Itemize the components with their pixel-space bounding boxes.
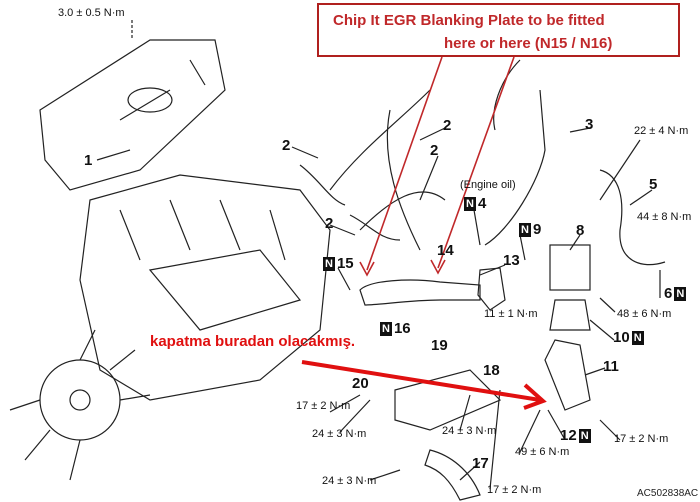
torque-17a: 17 ± 2 N·m	[296, 400, 351, 412]
part-13: 13	[503, 252, 520, 269]
part-2: 2	[430, 142, 439, 159]
n-badge: N	[578, 429, 591, 444]
part-20: 20	[352, 375, 369, 392]
blanking-plate-callout: Chip It EGR Blanking Plate to be fitted …	[317, 3, 680, 57]
callout-line-1: Chip It EGR Blanking Plate to be fitted	[333, 12, 605, 29]
part-16-number: 16	[393, 320, 411, 337]
engine-oil-label: (Engine oil)	[460, 179, 516, 191]
fan	[9, 329, 151, 481]
torque-24b: 24 ± 3 N·m	[442, 425, 497, 437]
part-18: 18	[483, 362, 500, 379]
part-5: 5	[649, 176, 658, 193]
part-11: 11	[603, 358, 619, 375]
part-4-number: 4	[477, 195, 487, 212]
callout-line-2: here or here (N15 / N16)	[444, 35, 613, 52]
part-2: 2	[443, 117, 452, 134]
part-8: 8	[576, 222, 585, 239]
n-badge: N	[631, 331, 644, 346]
torque-11: 11 ± 1 N·m	[484, 308, 538, 320]
callout-leaders	[359, 56, 515, 277]
part-19: 19	[431, 337, 448, 354]
part-14: 14	[437, 242, 454, 259]
part-3: 3	[585, 116, 594, 133]
n-badge: N	[674, 287, 687, 302]
part-9-number: 9	[532, 221, 542, 238]
part-1: 1	[84, 152, 93, 169]
diagram-code: AC502838AC	[637, 488, 699, 499]
torque-48: 48 ± 6 N·m	[617, 308, 672, 320]
torque-24a: 24 ± 3 N·m	[312, 428, 367, 440]
engine-block	[79, 174, 331, 401]
n-badge: N	[464, 197, 476, 212]
torque-22: 22 ± 4 N·m	[634, 125, 689, 137]
red-arrow	[301, 360, 547, 410]
n-badge: N	[380, 322, 392, 337]
turkish-note: kapatma buradan olacakmış.	[150, 333, 356, 350]
n-badge: N	[323, 257, 335, 272]
torque-cover: 3.0 ± 0.5 N·m	[58, 7, 125, 19]
torque-17c: 17 ± 2 N·m	[487, 484, 542, 496]
part-12-number: 12	[560, 427, 577, 444]
n-badge: N	[519, 223, 531, 238]
part-17: 17	[472, 455, 489, 472]
part-2: 2	[325, 215, 334, 232]
part-6-number: 6	[664, 285, 673, 302]
torque-24c: 24 ± 3 N·m	[322, 475, 377, 487]
torque-44: 44 ± 8 N·m	[637, 211, 692, 223]
engine-cover	[39, 39, 226, 191]
part-15-number: 15	[336, 255, 354, 272]
torque-17b: 17 ± 2 N·m	[614, 433, 669, 445]
part-2: 2	[282, 137, 291, 154]
torque-49: 49 ± 6 N·m	[515, 446, 570, 458]
part-10-number: 10	[613, 329, 630, 346]
